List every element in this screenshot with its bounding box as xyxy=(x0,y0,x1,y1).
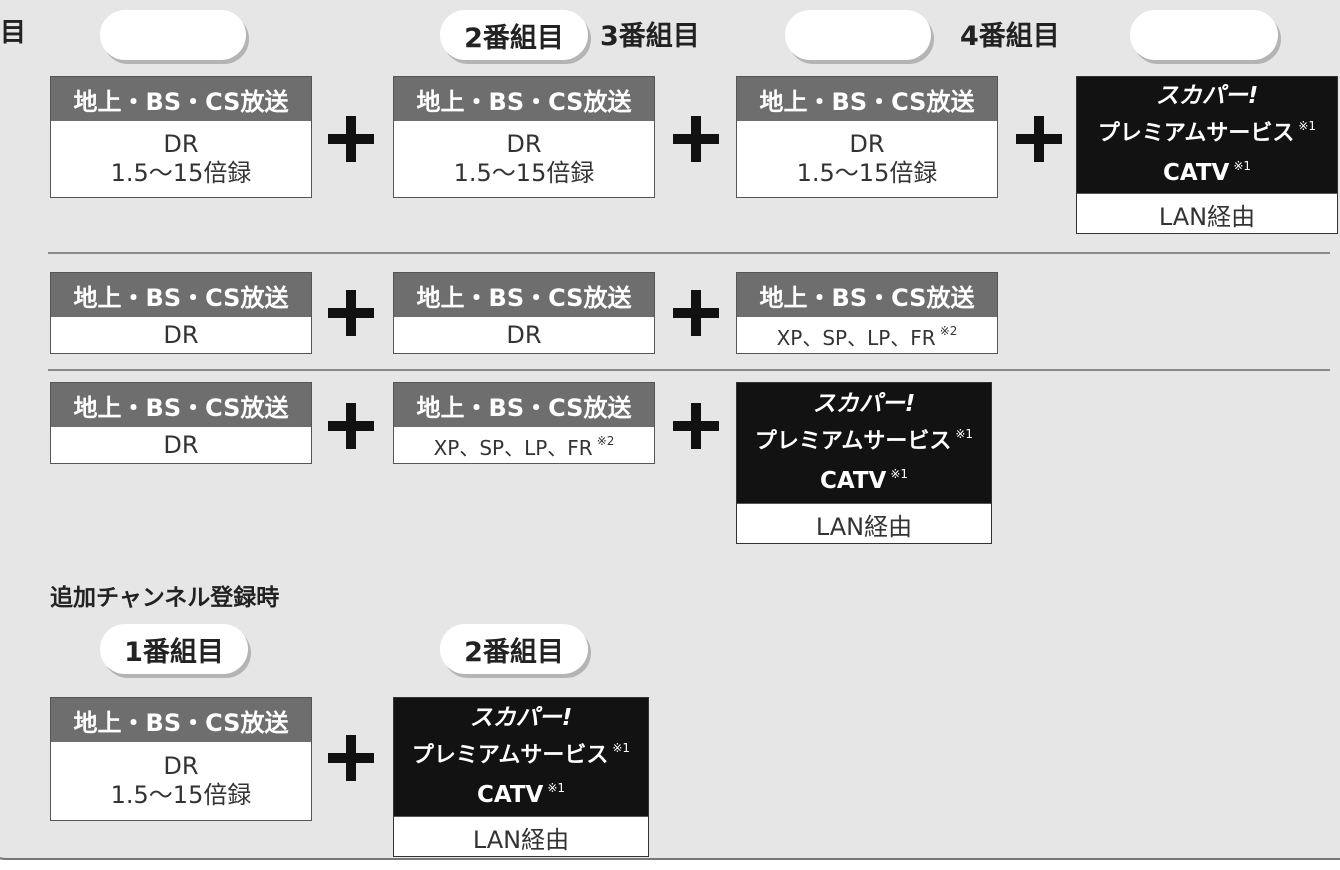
premium-text: プレミアムサービス xyxy=(1097,120,1295,146)
note1-mark: ※1 xyxy=(612,740,631,755)
note1-mark: ※1 xyxy=(890,466,909,481)
lan-text: LAN経由 xyxy=(394,816,648,857)
pill-blank-4 xyxy=(1130,10,1278,60)
rate-text: 1.5〜15倍録 xyxy=(796,159,938,187)
plus-icon xyxy=(673,403,719,449)
section-title-extra-channel: 追加チャンネル登録時 xyxy=(50,585,280,611)
catv-text: CATV xyxy=(819,467,887,494)
row2-box1: 地上・BS・CS放送 DR xyxy=(50,272,312,354)
row1-box2: 地上・BS・CS放送 DR 1.5〜15倍録 xyxy=(393,76,655,198)
row2-box3: 地上・BS・CS放送 XP、SP、LP、FR※2 xyxy=(736,272,998,354)
plus-icon xyxy=(328,403,374,449)
dr-text: DR xyxy=(506,130,542,158)
row1-box4-skyperfect: スカパー! プレミアムサービス※1 CATV※1 LAN経由 xyxy=(1076,76,1338,234)
skyperfect-text: スカパー! xyxy=(1155,82,1259,109)
plus-icon xyxy=(328,116,374,162)
skyperfect-text: スカパー! xyxy=(469,704,573,731)
note1-mark: ※1 xyxy=(1233,158,1252,173)
dr-text: DR xyxy=(163,430,199,459)
catv-text: CATV xyxy=(476,781,544,808)
premium-text: プレミアムサービス xyxy=(411,742,609,768)
dr-text: DR xyxy=(163,130,199,158)
pill-blank-3 xyxy=(785,10,931,60)
lan-text: LAN経由 xyxy=(737,503,991,544)
catv-text: CATV xyxy=(1162,159,1230,186)
broadcast-header: 地上・BS・CS放送 xyxy=(394,383,654,427)
broadcast-header: 地上・BS・CS放送 xyxy=(737,77,997,121)
broadcast-header: 地上・BS・CS放送 xyxy=(394,77,654,121)
pill-program-2: 2番組目 xyxy=(440,10,588,60)
plus-icon xyxy=(1016,116,1062,162)
note1-mark: ※1 xyxy=(955,426,974,441)
pill-program-2: 2番組目 xyxy=(440,624,588,674)
row-divider xyxy=(48,252,1330,254)
broadcast-header: 地上・BS・CS放送 xyxy=(51,273,311,317)
row3-box2: 地上・BS・CS放送 XP、SP、LP、FR※2 xyxy=(393,382,655,464)
broadcast-header: 地上・BS・CS放送 xyxy=(394,273,654,317)
note1-mark: ※1 xyxy=(1298,118,1317,133)
row1-box3: 地上・BS・CS放送 DR 1.5〜15倍録 xyxy=(736,76,998,198)
extra-box2-skyperfect: スカパー! プレミアムサービス※1 CATV※1 LAN経由 xyxy=(393,697,649,857)
xp-modes-text: XP、SP、LP、FR xyxy=(433,436,593,460)
row3-box3-skyperfect: スカパー! プレミアムサービス※1 CATV※1 LAN経由 xyxy=(736,382,992,544)
skyperfect-text: スカパー! xyxy=(812,390,916,417)
plus-icon xyxy=(328,735,374,781)
plus-icon xyxy=(328,290,374,336)
row-divider xyxy=(48,369,1330,371)
row2-box2: 地上・BS・CS放送 DR xyxy=(393,272,655,354)
label-program-4: 4番組目 xyxy=(960,21,1060,52)
note2-mark: ※2 xyxy=(596,434,615,448)
broadcast-header: 地上・BS・CS放送 xyxy=(51,698,311,742)
dr-text: DR xyxy=(163,752,199,780)
rate-text: 1.5〜15倍録 xyxy=(110,159,252,187)
broadcast-header: 地上・BS・CS放送 xyxy=(737,273,997,317)
extra-box1: 地上・BS・CS放送 DR 1.5〜15倍録 xyxy=(50,697,312,821)
xp-modes-text: XP、SP、LP、FR xyxy=(776,326,936,350)
lan-text: LAN経由 xyxy=(1077,193,1337,234)
note2-mark: ※2 xyxy=(939,324,958,338)
rate-text: 1.5〜15倍録 xyxy=(453,159,595,187)
dr-text: DR xyxy=(163,320,199,349)
label-program-3: 3番組目 xyxy=(600,21,700,52)
row3-box1: 地上・BS・CS放送 DR xyxy=(50,382,312,464)
pill-program-1: 1番組目 xyxy=(100,624,248,674)
broadcast-header: 地上・BS・CS放送 xyxy=(51,383,311,427)
note1-mark: ※1 xyxy=(547,780,566,795)
pill-blank-1 xyxy=(100,10,246,60)
rate-text: 1.5〜15倍録 xyxy=(110,781,252,809)
premium-text: プレミアムサービス xyxy=(754,428,952,454)
page-heading: 目 xyxy=(0,18,27,48)
dr-text: DR xyxy=(506,320,542,349)
dr-text: DR xyxy=(849,130,885,158)
plus-icon xyxy=(673,290,719,336)
row1-box1: 地上・BS・CS放送 DR 1.5〜15倍録 xyxy=(50,76,312,198)
plus-icon xyxy=(673,116,719,162)
broadcast-header: 地上・BS・CS放送 xyxy=(51,77,311,121)
